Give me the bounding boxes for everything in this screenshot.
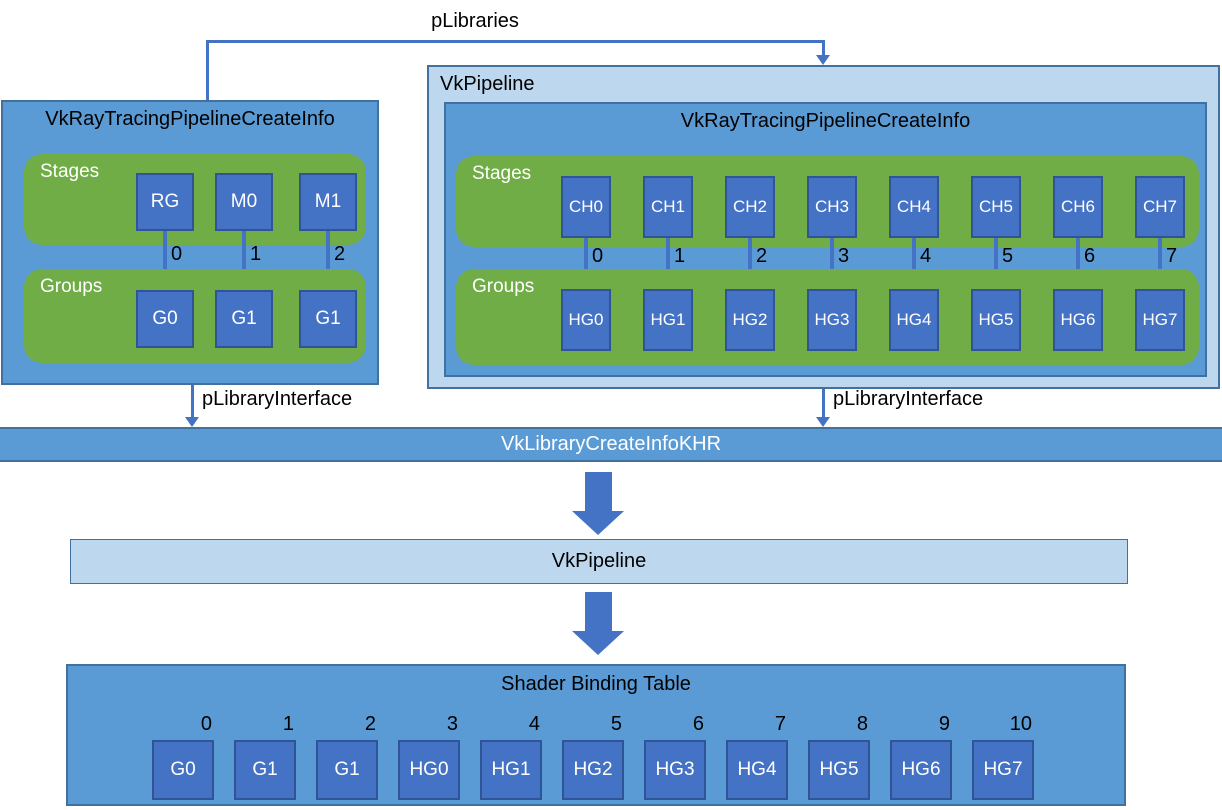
left-index-0: 0 xyxy=(171,243,183,265)
plibraries-label: pLibraries xyxy=(431,10,519,32)
right-index-0: 0 xyxy=(592,245,604,267)
left-connector-1 xyxy=(242,231,246,290)
group-box-hg0: HG0 xyxy=(561,289,611,351)
left-index-1: 1 xyxy=(250,243,262,265)
shader-binding-table-box: Shader Binding Table 0 1 2 3 4 5 6 7 8 9… xyxy=(66,664,1126,806)
stage-box-ch7: CH7 xyxy=(1135,176,1185,238)
library-create-info-label: VkLibraryCreateInfoKHR xyxy=(500,433,722,455)
right-connector-6 xyxy=(1076,238,1080,289)
left-pipeline-title: VkRayTracingPipelineCreateInfo xyxy=(45,108,335,130)
sbt-entry-hg4: HG4 xyxy=(726,740,788,800)
plibrary-interface-right-arrowhead-icon xyxy=(816,417,830,427)
right-connector-1 xyxy=(666,238,670,289)
sbt-index-10: 10 xyxy=(1009,713,1032,735)
group-box-hg6: HG6 xyxy=(1053,289,1103,351)
left-stages-label: Stages xyxy=(40,161,100,182)
vkpipeline-result-bar: VkPipeline xyxy=(70,539,1128,584)
right-connector-4 xyxy=(912,238,916,289)
stage-box-ch1: CH1 xyxy=(643,176,693,238)
left-index-2: 2 xyxy=(334,243,346,265)
plibrary-interface-left-line xyxy=(191,385,194,419)
sbt-entry-hg0: HG0 xyxy=(398,740,460,800)
sbt-index-7: 7 xyxy=(774,713,786,735)
sbt-entry-hg6: HG6 xyxy=(890,740,952,800)
stage-box-ch4: CH4 xyxy=(889,176,939,238)
down-arrow-2-shaft xyxy=(585,592,612,631)
left-connector-0 xyxy=(163,231,167,290)
sbt-entry-hg2: HG2 xyxy=(562,740,624,800)
right-groups-label: Groups xyxy=(472,276,535,297)
left-groups-label: Groups xyxy=(40,276,103,297)
right-index-7: 7 xyxy=(1166,245,1178,267)
right-connector-0 xyxy=(584,238,588,289)
stage-box-m1: M1 xyxy=(299,173,357,231)
right-pipeline-inner-title: VkRayTracingPipelineCreateInfo xyxy=(680,110,971,132)
sbt-index-4: 4 xyxy=(528,713,540,735)
sbt-index-2: 2 xyxy=(364,713,376,735)
stage-box-ch3: CH3 xyxy=(807,176,857,238)
plibrary-interface-left-arrowhead-icon xyxy=(185,417,199,427)
right-index-1: 1 xyxy=(674,245,686,267)
right-index-6: 6 xyxy=(1084,245,1096,267)
plibraries-arrowhead-icon xyxy=(816,55,830,65)
down-arrow-1-shaft xyxy=(585,472,612,511)
right-connector-5 xyxy=(994,238,998,289)
plibrary-interface-right-label: pLibraryInterface xyxy=(833,388,984,410)
right-connector-7 xyxy=(1158,238,1162,289)
right-stages-label: Stages xyxy=(472,163,532,184)
group-box-hg7: HG7 xyxy=(1135,289,1185,351)
sbt-index-6: 6 xyxy=(692,713,704,735)
right-index-4: 4 xyxy=(920,245,932,267)
sbt-index-1: 1 xyxy=(282,713,294,735)
sbt-entry-hg7: HG7 xyxy=(972,740,1034,800)
group-box-hg5: HG5 xyxy=(971,289,1021,351)
right-index-3: 3 xyxy=(838,245,850,267)
sbt-entry-hg1: HG1 xyxy=(480,740,542,800)
group-box-hg1: HG1 xyxy=(643,289,693,351)
sbt-index-8: 8 xyxy=(856,713,868,735)
plibraries-connector-left-vertical xyxy=(206,40,209,100)
down-arrow-1-head-icon xyxy=(572,511,624,535)
plibraries-connector-right-vertical xyxy=(822,40,825,57)
stage-box-ch6: CH6 xyxy=(1053,176,1103,238)
right-vkpipeline-title: VkPipeline xyxy=(440,73,535,95)
plibrary-interface-right-line xyxy=(822,389,825,419)
left-pipeline-create-info-box: VkRayTracingPipelineCreateInfo Stages RG… xyxy=(1,100,379,385)
group-box-hg2: HG2 xyxy=(725,289,775,351)
down-arrow-2-head-icon xyxy=(572,631,624,655)
stage-box-ch5: CH5 xyxy=(971,176,1021,238)
sbt-entry-g0: G0 xyxy=(152,740,214,800)
sbt-index-3: 3 xyxy=(446,713,458,735)
right-pipeline-create-info-box: VkRayTracingPipelineCreateInfo Stages CH… xyxy=(444,102,1207,377)
group-box-hg4: HG4 xyxy=(889,289,939,351)
stage-box-ch0: CH0 xyxy=(561,176,611,238)
library-create-info-bar: VkLibraryCreateInfoKHR xyxy=(0,427,1222,462)
vkpipeline-result-label: VkPipeline xyxy=(551,550,647,572)
sbt-entry-g1: G1 xyxy=(234,740,296,800)
group-box-hg3: HG3 xyxy=(807,289,857,351)
group-box-g1: G1 xyxy=(215,290,273,348)
right-vkpipeline-box: VkPipeline VkRayTracingPipelineCreateInf… xyxy=(427,65,1220,389)
sbt-index-5: 5 xyxy=(610,713,622,735)
right-connector-3 xyxy=(830,238,834,289)
group-box-g0: G0 xyxy=(136,290,194,348)
stage-box-m0: M0 xyxy=(215,173,273,231)
sbt-index-9: 9 xyxy=(938,713,950,735)
left-connector-2 xyxy=(326,231,330,290)
sbt-index-0: 0 xyxy=(200,713,212,735)
group-box-g1b: G1 xyxy=(299,290,357,348)
plibrary-interface-left-label: pLibraryInterface xyxy=(202,388,353,410)
stage-box-rg: RG xyxy=(136,173,194,231)
sbt-entry-hg3: HG3 xyxy=(644,740,706,800)
plibraries-connector-horizontal xyxy=(206,40,825,43)
right-index-2: 2 xyxy=(756,245,768,267)
right-index-5: 5 xyxy=(1002,245,1014,267)
stage-box-ch2: CH2 xyxy=(725,176,775,238)
sbt-entry-g1b: G1 xyxy=(316,740,378,800)
shader-binding-table-title: Shader Binding Table xyxy=(501,673,691,695)
right-connector-2 xyxy=(748,238,752,289)
sbt-entry-hg5: HG5 xyxy=(808,740,870,800)
